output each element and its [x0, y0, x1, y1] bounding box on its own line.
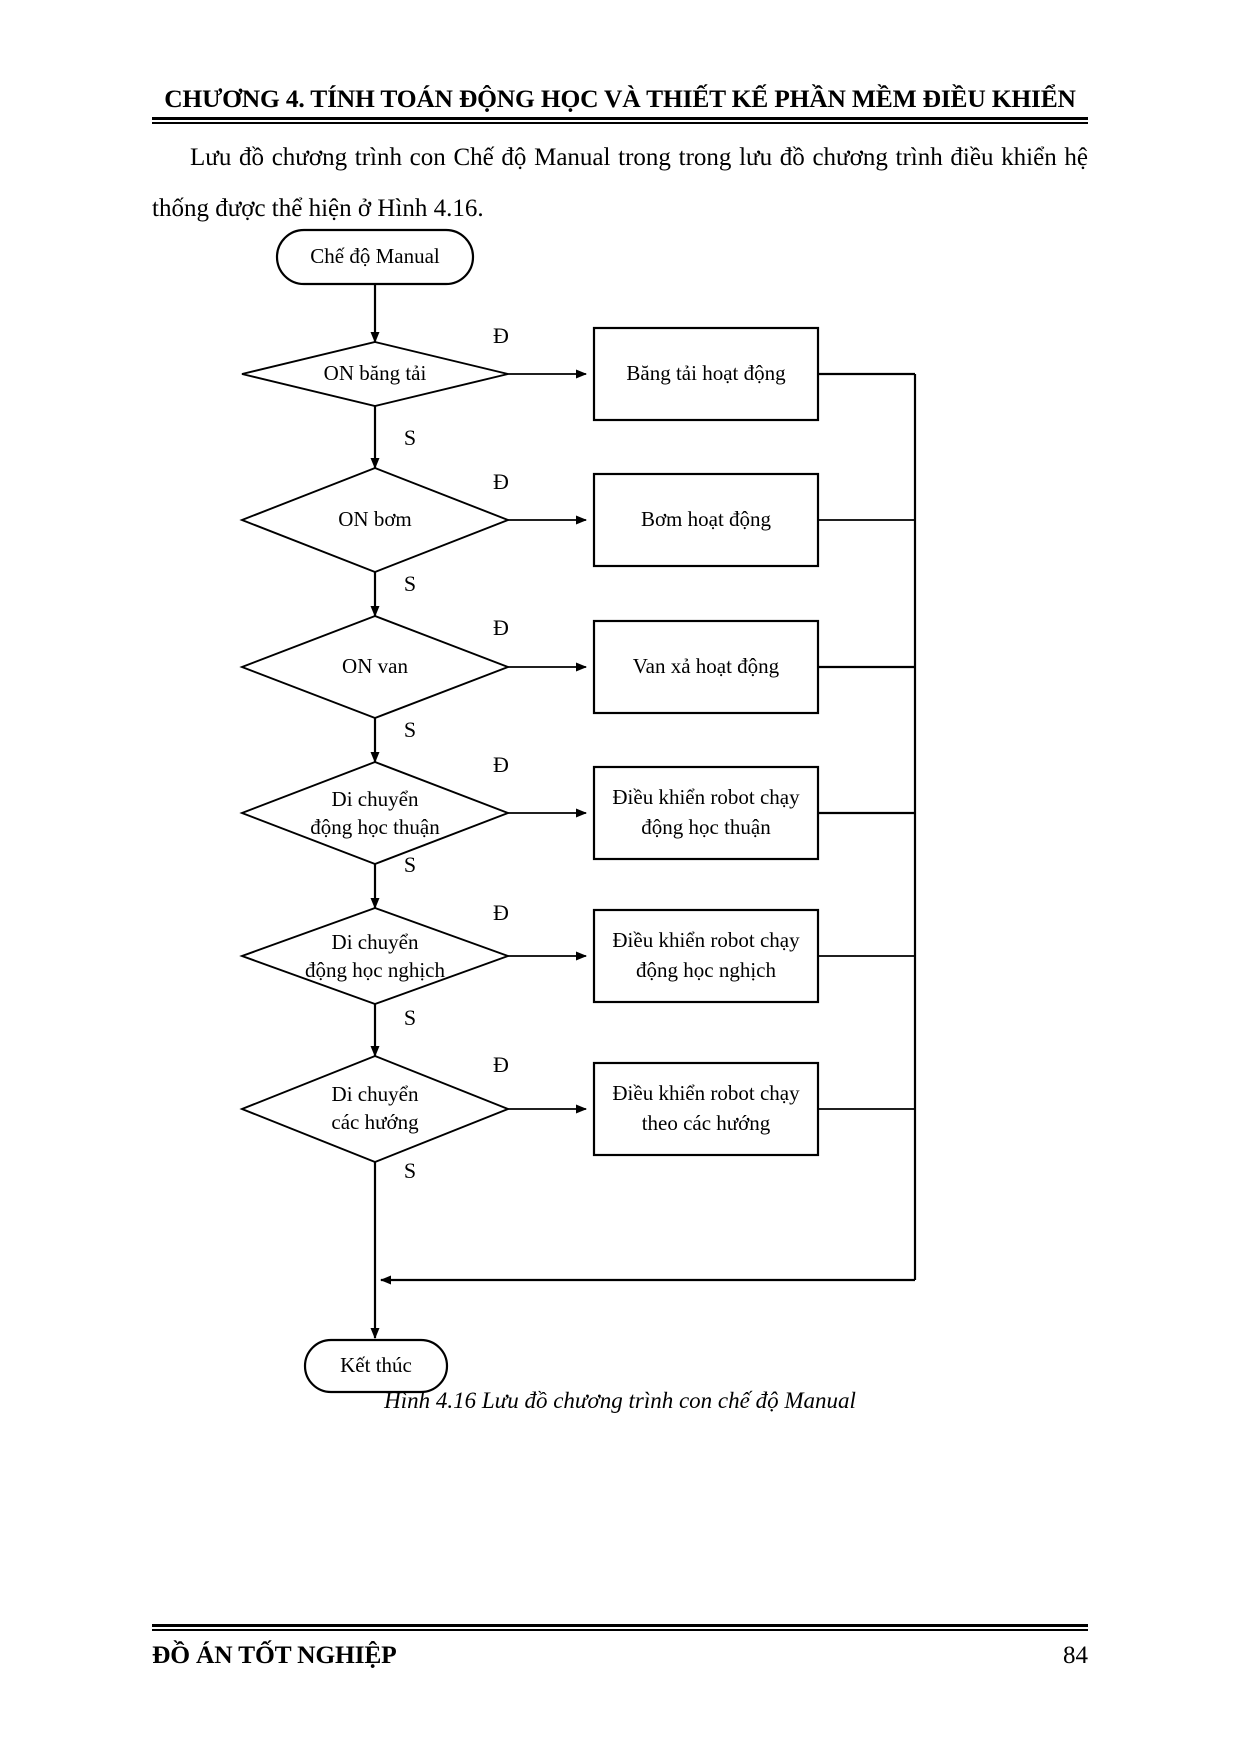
flowchart-end-node: Kết thúc: [303, 1338, 449, 1394]
process-6-label: Điều khiển robot chạy: [612, 1081, 800, 1105]
decision-5-label-line2: động học nghịch: [305, 958, 445, 982]
decision-1-label: ON băng tải: [324, 361, 427, 385]
flowchart-figure: Chế độ Manual ON băng tải Đ S Băng tải h…: [0, 218, 1240, 1448]
decision-node-4: Di chuyển động học thuận: [239, 760, 511, 866]
yes-label-6: Đ: [493, 1052, 509, 1077]
yes-label-4: Đ: [493, 752, 509, 777]
flowchart-start-node: Chế độ Manual: [275, 228, 475, 286]
no-label-2: S: [404, 571, 416, 596]
decision-node-5: Di chuyển động học nghịch: [239, 906, 511, 1006]
end-node-label: Kết thúc: [340, 1353, 412, 1377]
decision-node-2: ON bơm: [239, 466, 511, 574]
process-box-2: Bơm hoạt động: [592, 472, 820, 568]
decision-6-label: Di chuyển: [332, 1082, 419, 1106]
decision-3-label: ON van: [342, 654, 408, 678]
decision-node-6: Di chuyển các hướng: [239, 1054, 511, 1164]
process-5-label-line2: động học nghịch: [636, 958, 776, 982]
flowchart-svg: Chế độ Manual ON băng tải Đ S Băng tải h…: [239, 228, 917, 1394]
header-divider: [152, 117, 1088, 125]
yes-label-2: Đ: [493, 469, 509, 494]
process-box-1: Băng tải hoạt động: [592, 326, 820, 422]
process-6-label-line2: theo các hướng: [642, 1111, 771, 1135]
process-4-label-line2: động học thuận: [641, 815, 771, 839]
footer-divider: [152, 1624, 1088, 1631]
footer-document-title: ĐỒ ÁN TỐT NGHIỆP: [152, 1640, 397, 1669]
process-box-3: Van xả hoạt động: [592, 619, 820, 715]
paragraph-text: Lưu đồ chương trình con Chế độ Manual tr…: [152, 144, 1088, 222]
figure-caption: Hình 4.16 Lưu đồ chương trình con chế độ…: [384, 1388, 856, 1413]
process-box-5: Điều khiển robot chạy động học nghịch: [592, 908, 820, 1004]
process-2-label: Bơm hoạt động: [641, 507, 772, 531]
page-footer: ĐỒ ÁN TỐT NGHIỆP 84: [152, 1640, 1088, 1670]
start-node-label: Chế độ Manual: [310, 244, 440, 268]
no-label-4: S: [404, 852, 416, 877]
decision-4-label-line2: động học thuận: [310, 815, 440, 839]
process-3-label: Van xả hoạt động: [633, 654, 780, 678]
decision-6-label-line2: các hướng: [331, 1110, 419, 1134]
yes-label-1: Đ: [493, 323, 509, 348]
no-label-3: S: [404, 717, 416, 742]
decision-node-3: ON van: [239, 614, 511, 720]
process-5-label: Điều khiển robot chạy: [612, 928, 800, 952]
process-box-4: Điều khiển robot chạy động học thuận: [592, 765, 820, 861]
yes-label-5: Đ: [493, 900, 509, 925]
decision-5-label: Di chuyển: [332, 930, 419, 954]
yes-label-3: Đ: [493, 615, 509, 640]
decision-4-label: Di chuyển: [332, 787, 419, 811]
body-paragraph: Lưu đồ chương trình con Chế độ Manual tr…: [152, 132, 1088, 234]
decision-2-label: ON bơm: [338, 507, 412, 531]
no-label-1: S: [404, 425, 416, 450]
decision-node-1: ON băng tải: [241, 341, 509, 407]
process-1-label: Băng tải hoạt động: [626, 361, 786, 385]
chapter-heading: CHƯƠNG 4. TÍNH TOÁN ĐỘNG HỌC VÀ THIẾT KẾ…: [164, 84, 1076, 113]
page-number: 84: [1063, 1642, 1088, 1669]
no-label-6: S: [404, 1158, 416, 1183]
process-box-6: Điều khiển robot chạy theo các hướng: [592, 1061, 820, 1157]
no-label-5: S: [404, 1005, 416, 1030]
running-header: CHƯƠNG 4. TÍNH TOÁN ĐỘNG HỌC VÀ THIẾT KẾ…: [152, 84, 1088, 125]
process-4-label: Điều khiển robot chạy: [612, 785, 800, 809]
